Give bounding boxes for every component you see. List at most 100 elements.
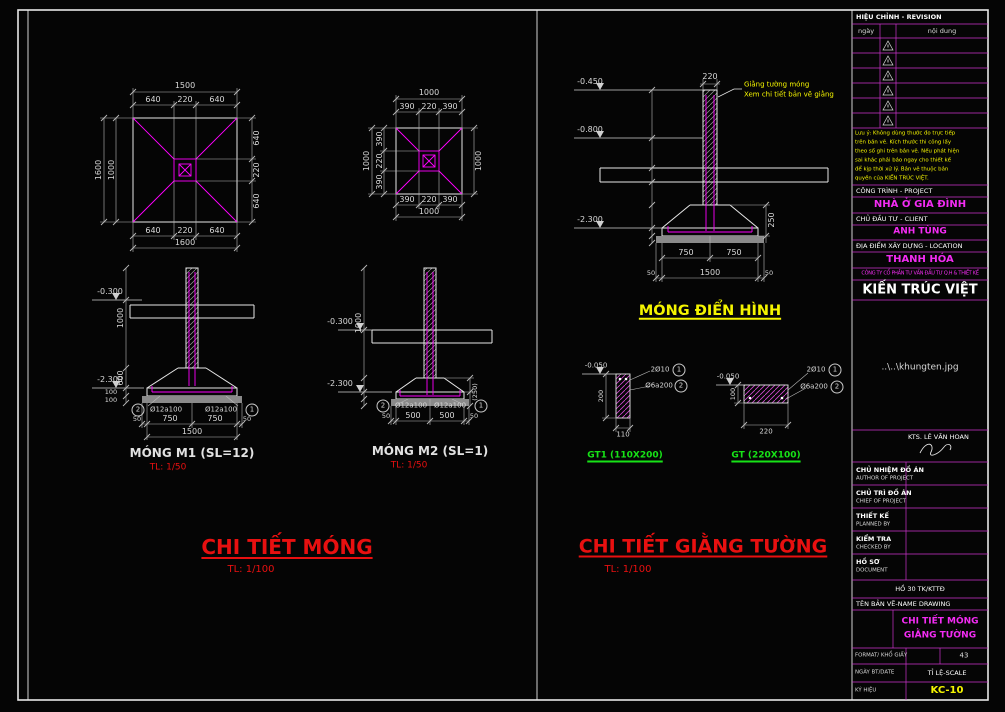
dim-gt2-width: 220 xyxy=(759,427,773,436)
sheet-frame xyxy=(17,9,989,701)
dim-m2plan-right-total: 1000 xyxy=(474,150,483,172)
note-tie-beam-line1: Giằng tường móng xyxy=(744,80,810,89)
company-name: KIẾN TRÚC VIỆT xyxy=(862,282,978,298)
dim-m2plan-bot-total: 1000 xyxy=(418,207,440,216)
elevation-m1-top: -0.300 xyxy=(97,287,123,296)
company-line: CÔNG TY CỔ PHẦN TƯ VẤN ĐẦU TƯ Q.H & THIẾ… xyxy=(861,270,979,277)
dim-m1plan-right-seg3: 640 xyxy=(252,193,261,209)
dim-m2plan-bot-seg3: 390 xyxy=(442,195,458,204)
document-number: HỒ 30 TK/KTTĐ xyxy=(895,584,945,593)
m2-section-linework xyxy=(338,264,493,425)
staff-row1-en: AUTHOR OF PROJECT xyxy=(856,475,914,482)
gt1-linework xyxy=(582,367,651,432)
dim-m1sec-total: 1500 xyxy=(181,427,203,436)
dim-m2sec-column: 1000 xyxy=(354,312,363,334)
elevation-m2-bottom: -2.300 xyxy=(327,379,353,388)
dim-m1plan-left-total: 1600 xyxy=(94,159,103,181)
dim-typical-wall: 220 xyxy=(702,72,718,81)
dim-m1sec-slab: 100 xyxy=(104,387,118,396)
callout-m1-right-bubble: 1 xyxy=(245,403,259,417)
scale-label: TỈ LỆ-SCALE xyxy=(927,668,967,677)
date-label: NGÀY BT/DATE xyxy=(855,669,895,676)
section-title-typical: MÓNG ĐIỂN HÌNH xyxy=(638,302,782,319)
dim-m2plan-left-seg2: 220 xyxy=(375,153,384,169)
staff-row4-vn: KIỂM TRA xyxy=(856,534,892,543)
dim-m2plan-left-seg1: 390 xyxy=(375,131,384,147)
dim-m1plan-left-inner: 1000 xyxy=(107,159,116,181)
dim-gt1-height: 200 xyxy=(596,389,605,403)
location-name: THANH HÓA xyxy=(886,254,954,265)
dim-m2plan-bot-seg1: 390 xyxy=(399,195,415,204)
dim-m1plan-bot-seg3: 640 xyxy=(209,226,225,235)
callout-m2-right-bubble: 1 xyxy=(474,399,488,413)
note-line-4: sai khác phải báo ngay cho thiết kế xyxy=(855,157,951,164)
elevation-typ-mid: -0.800 xyxy=(577,125,603,134)
elevation-typ-bottom: -2.300 xyxy=(577,215,603,224)
dim-m1sec-row1-50R: 50 xyxy=(242,414,252,423)
staff-row3-vn: THIẾT KẾ xyxy=(856,511,889,520)
note-line-1: Lưu ý: Không dùng thước đo trực tiếp xyxy=(855,130,956,137)
callout-m2-left-bubble: 2 xyxy=(376,399,390,413)
dim-m2plan-top-seg2: 220 xyxy=(421,102,437,111)
dim-gt1-width: 110 xyxy=(616,430,630,439)
dim-m1sec-row1-750L: 750 xyxy=(162,414,178,423)
dim-m2plan-top-total: 1000 xyxy=(418,88,440,97)
rebar-m1-right: Ø12a100 xyxy=(204,405,238,414)
section-title-m2: MÓNG M2 (SL=1) xyxy=(371,444,489,458)
m2-plan-linework xyxy=(368,95,478,221)
dim-typ-row1-750R: 750 xyxy=(726,248,742,257)
typical-foundation-linework xyxy=(574,79,829,282)
note-line-3: theo số ghi trên bản vẽ. Nếu phát hiện xyxy=(855,148,960,155)
dim-m2plan-top-seg1: 390 xyxy=(399,102,415,111)
revision-col-date: ngày xyxy=(857,26,875,35)
client-name: ANH TÙNG xyxy=(893,226,947,237)
scale-m1: TL: 1/50 xyxy=(149,462,187,473)
rebar-m1-left: Ø12a100 xyxy=(149,405,183,414)
dim-m2plan-left-total: 1000 xyxy=(362,150,371,172)
rebar-gt1-stirrup: Ø6a200 xyxy=(645,381,673,390)
project-name: NHÀ Ở GIA ĐÌNH xyxy=(873,199,967,210)
page-number: 43 xyxy=(959,651,969,660)
staff-row3-en: PLANNED BY xyxy=(856,521,891,528)
rebar-gt2-stirrup: Ø6a200 xyxy=(800,382,828,391)
elevation-gt2: -0.050 xyxy=(716,372,740,381)
callout-gt1-1: 1 xyxy=(672,363,686,377)
revision-header: HIỆU CHỈNH - REVISION xyxy=(856,12,942,21)
dim-m1sec-row1-750R: 750 xyxy=(207,414,223,423)
note-tie-beam-line2: Xem chi tiết bản vẽ giằng xyxy=(744,90,834,99)
dim-m1plan-top-seg1: 640 xyxy=(145,95,161,104)
drawing-name-line1: CHI TIẾT MÓNG xyxy=(901,616,979,627)
callout-gt2-2: 2 xyxy=(830,380,844,394)
dim-m2sec-row1-500R: 500 xyxy=(439,411,455,420)
dim-m1plan-top-total: 1500 xyxy=(174,81,196,90)
client-label: CHỦ ĐẦU TƯ - CLIENT xyxy=(856,214,928,223)
note-line-5: để kịp thời xử lý. Bản vẽ thuộc bản xyxy=(855,166,949,173)
drawing-name-line2: GIẰNG TƯỜNG xyxy=(903,630,977,641)
detail-label-gt1: GT1 (110X200) xyxy=(587,450,663,461)
rebar-gt2-main: 2Ø10 xyxy=(806,365,826,374)
staff-row5-vn: HỒ SƠ xyxy=(856,557,880,566)
page-title-right: CHI TIẾT GIẰNG TƯỜNG xyxy=(578,535,828,558)
symbol-label: KÝ HIỆU xyxy=(855,687,877,694)
staff-row1-vn: CHỦ NHIỆM ĐỒ ÁN xyxy=(856,465,924,474)
rebar-gt1-main: 2Ø10 xyxy=(650,365,670,374)
dim-m2sec-row1-500L: 500 xyxy=(405,411,421,420)
dim-typ-row2-50R: 50 xyxy=(764,268,774,277)
m1-section-linework xyxy=(92,264,255,441)
callout-m1-left-bubble: 2 xyxy=(131,403,145,417)
revision-warning-icons xyxy=(882,40,894,126)
note-line-2: trên bản vẽ. Kích thước thi công lấy xyxy=(855,139,952,146)
rebar-m2-left: Ø12a100 xyxy=(394,401,428,410)
dim-m2sec-right: (250) xyxy=(470,383,479,401)
dim-m1sec-lean: 100 xyxy=(104,395,118,404)
dim-m1plan-bot-total: 1600 xyxy=(174,238,196,247)
elevation-m1-bottom: -2.300 xyxy=(97,375,123,384)
dim-m2plan-left-seg3: 390 xyxy=(375,174,384,190)
staff-row5-en: DOCUMENT xyxy=(856,567,888,574)
dim-m2sec-row1-50R: 50 xyxy=(469,411,479,420)
dim-typ-right: 250 xyxy=(767,212,776,228)
titleblock-grid xyxy=(852,23,988,700)
elevation-m2-top: -0.300 xyxy=(327,317,353,326)
revision-col-content: nội dung xyxy=(927,26,957,35)
